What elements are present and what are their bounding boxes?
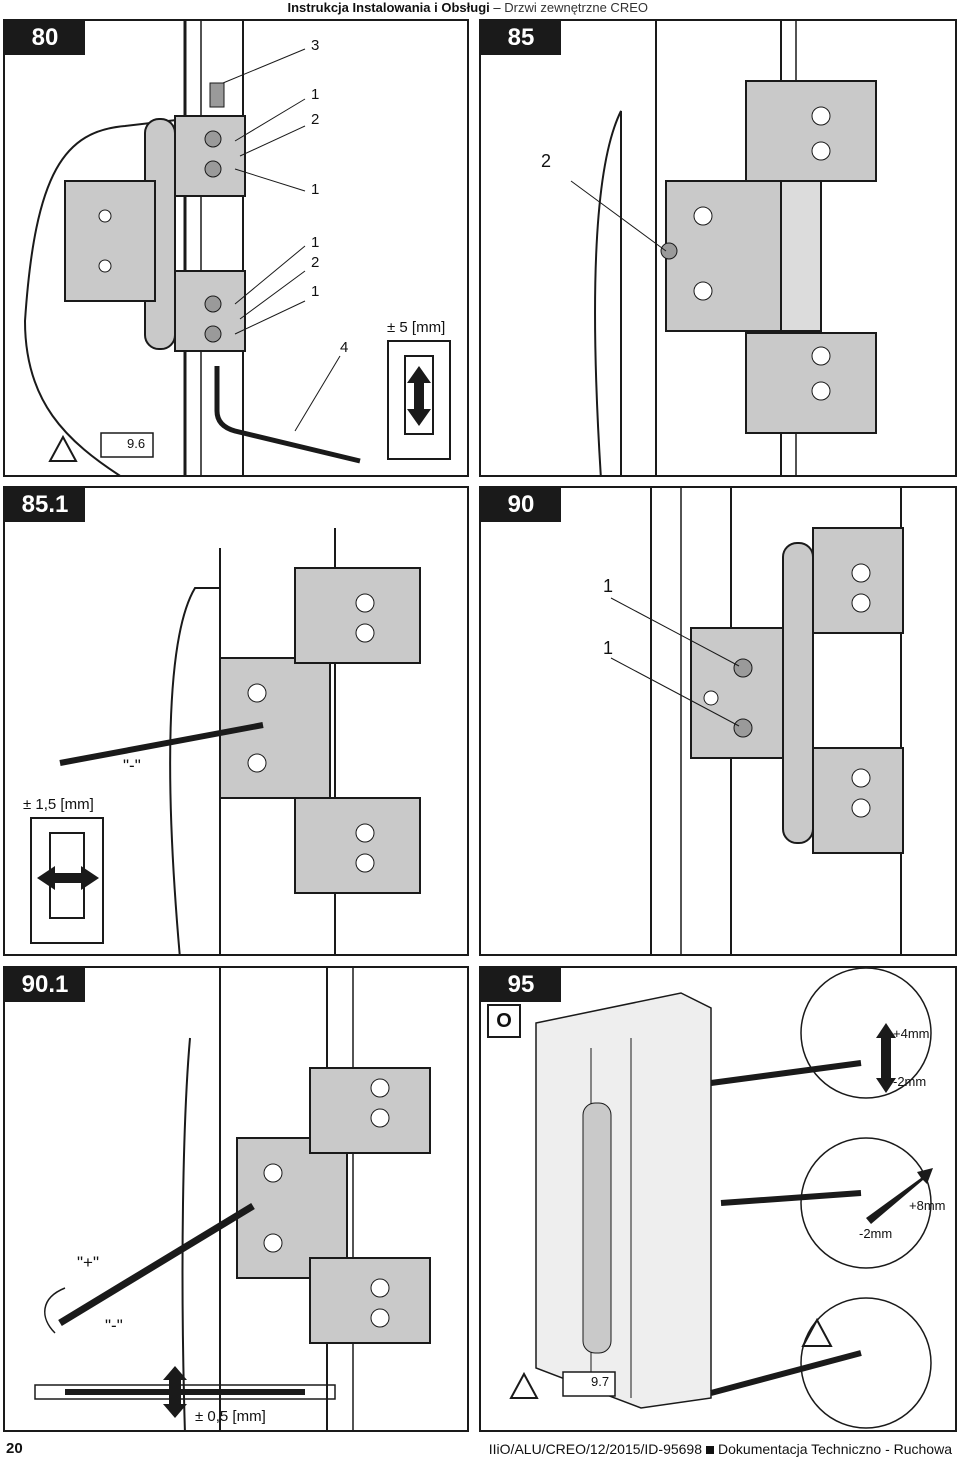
hinge-illustration-85-1 <box>30 528 421 954</box>
adjustment-range-label: ± 5 [mm] <box>387 319 446 336</box>
callout-label: 2 <box>541 151 552 171</box>
page-footer: 20 IIiO/ALU/CREO/12/2015/ID-95698 Dokumen… <box>0 1436 960 1458</box>
manual-section-ref: 9.7 <box>591 1374 610 1389</box>
hinge-illustration-90-1 <box>34 968 431 1430</box>
direction-label-minus: "-" <box>105 1316 123 1335</box>
step-number-80: 80 <box>5 21 85 55</box>
step-number-95: 95 <box>481 968 561 1002</box>
adjustment-range-label: ± 0,5 [mm] <box>195 1408 266 1425</box>
adjustment-label: +8mm <box>909 1198 946 1213</box>
doc-title: Dokumentacja Techniczno - Ruchowa <box>718 1441 952 1457</box>
callout-label: 1 <box>311 181 320 198</box>
page-number: 20 <box>6 1440 23 1457</box>
step-number-85-1: 85.1 <box>5 488 85 522</box>
header-title: Instrukcja Instalowania i Obsługi <box>287 0 490 15</box>
callout-label: 1 <box>311 234 320 251</box>
callout-label: 3 <box>311 37 320 54</box>
adjustment-range-label: ± 1,5 [mm] <box>23 796 94 813</box>
callout-label: 1 <box>603 638 614 658</box>
mode-badge: O <box>487 1004 521 1038</box>
adjustment-label: +4mm <box>893 1026 930 1041</box>
footer-doc-id: IIiO/ALU/CREO/12/2015/ID-95698 Dokumentac… <box>489 1441 952 1457</box>
separator-square <box>706 1446 715 1454</box>
callout-label: 1 <box>311 283 320 300</box>
step-number-90-1: 90.1 <box>5 968 85 1002</box>
step-number-90: 90 <box>481 488 561 522</box>
panel-95: 95 O +4mm -2mm +8mm -2mm 9.7 <box>479 966 957 1432</box>
manual-section-ref: 9.6 <box>127 436 146 451</box>
panel-90: 90 1 1 <box>479 486 957 956</box>
adjustment-label: -2mm <box>893 1074 927 1089</box>
adjustment-label: -2mm <box>859 1226 893 1241</box>
hinge-illustration-85 <box>570 21 877 475</box>
page-header: Instrukcja Instalowania i Obsługi – Drzw… <box>0 0 960 18</box>
direction-label-minus: "-" <box>123 756 141 775</box>
lock-illustration-95 <box>509 968 933 1429</box>
callout-label: 4 <box>340 339 349 356</box>
panel-80: 80 3 1 2 1 1 2 1 4 ± 5 [mm] 9.6 <box>3 19 469 477</box>
callout-label: 1 <box>603 576 614 596</box>
callout-label: 1 <box>311 86 320 103</box>
panel-90-1: 90.1 "+" "-" ± 0,5 [mm] <box>3 966 469 1432</box>
panel-85: 85 2 <box>479 19 957 477</box>
direction-label-plus: "+" <box>77 1253 99 1272</box>
hinge-illustration-90 <box>610 488 904 954</box>
step-number-85: 85 <box>481 21 561 55</box>
callout-label: 2 <box>311 111 320 128</box>
header-subtitle: Drzwi zewnętrzne CREO <box>504 0 648 15</box>
doc-reference: IIiO/ALU/CREO/12/2015/ID-95698 <box>488 1441 703 1457</box>
panel-85-1: 85.1 "-" ± 1,5 [mm] <box>3 486 469 956</box>
hinge-illustration-80 <box>23 21 451 475</box>
header-sep: – <box>489 0 505 15</box>
callout-label: 2 <box>311 254 320 271</box>
